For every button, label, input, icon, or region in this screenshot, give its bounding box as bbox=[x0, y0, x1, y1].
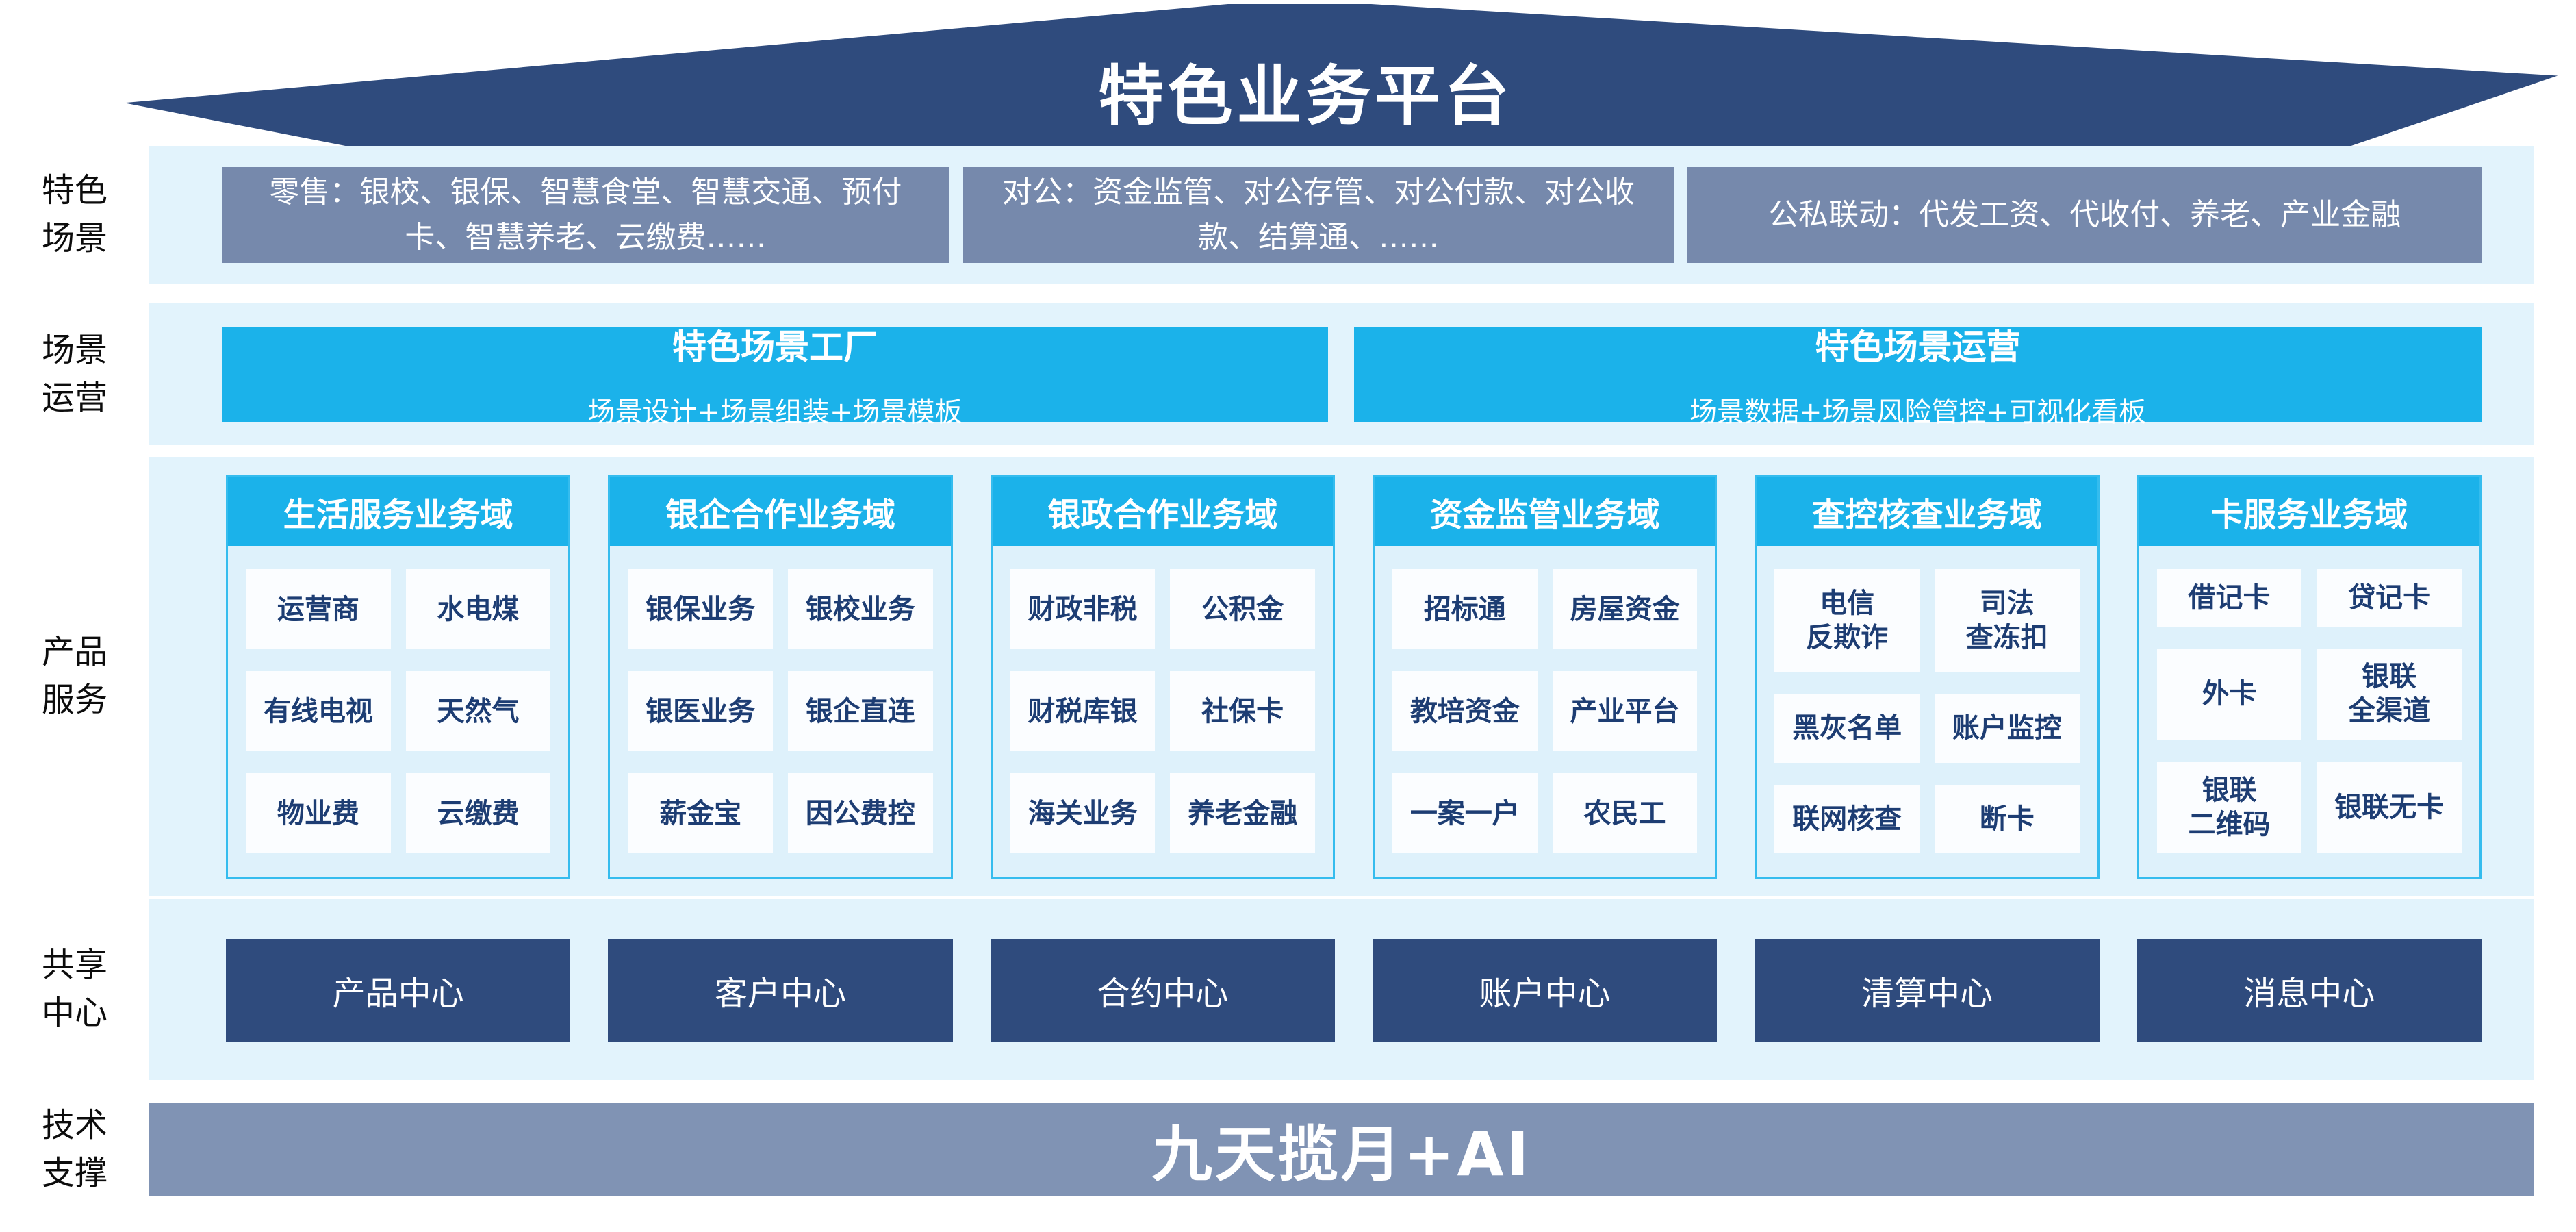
product-item-card: 产业平台 bbox=[1552, 671, 1698, 751]
product-item-card: 联网核查 bbox=[1774, 784, 1920, 853]
shared-center-box: 合约中心 bbox=[990, 939, 1335, 1042]
product-item-card: 水电煤 bbox=[405, 569, 551, 649]
domain-column-header: 银政合作业务域 bbox=[992, 477, 1333, 546]
shared-center-box: 客户中心 bbox=[608, 939, 953, 1042]
domain-column-items: 电信 反欺诈司法 查冻扣黑灰名单账户监控联网核查断卡 bbox=[1757, 546, 2097, 877]
product-item-card: 农民工 bbox=[1552, 773, 1698, 853]
product-item-card: 贷记卡 bbox=[2317, 569, 2462, 627]
product-item-card: 黑灰名单 bbox=[1774, 694, 1920, 763]
row-label-products: 产品 服务 bbox=[41, 633, 107, 719]
product-item-card: 账户监控 bbox=[1934, 694, 2080, 763]
op-box-subtitle: 场景设计+场景组装+场景模板 bbox=[587, 396, 962, 428]
domain-column-header: 资金监管业务域 bbox=[1374, 477, 1716, 546]
product-item-card: 天然气 bbox=[405, 671, 551, 751]
row-label-operation: 场景 运营 bbox=[41, 330, 107, 417]
product-item-card: 借记卡 bbox=[2156, 569, 2302, 627]
product-item-card: 因公费控 bbox=[787, 773, 933, 853]
product-item-card: 电信 反欺诈 bbox=[1774, 569, 1920, 672]
domain-column-items: 财政非税公积金财税库银社保卡海关业务养老金融 bbox=[993, 546, 1333, 877]
scene-box-corporate: 对公：资金监管、对公存管、对公付款、对公收款、结算通、…… bbox=[962, 167, 1674, 263]
product-item-card: 房屋资金 bbox=[1552, 569, 1698, 649]
op-box-subtitle: 场景数据+场景风险管控+可视化看板 bbox=[1689, 396, 2147, 428]
product-item-card: 薪金宝 bbox=[628, 773, 773, 853]
domain-column-header: 查控核查业务域 bbox=[1757, 477, 2097, 546]
product-item-card: 银保业务 bbox=[628, 569, 773, 649]
domain-column-header: 生活服务业务域 bbox=[228, 477, 569, 546]
domain-column-bank-government: 银政合作业务域 财政非税公积金财税库银社保卡海关业务养老金融 bbox=[990, 475, 1335, 879]
product-item-card: 物业费 bbox=[246, 773, 391, 853]
product-item-card: 公积金 bbox=[1170, 569, 1315, 649]
op-box-scene-operation: 特色场景运营 场景数据+场景风险管控+可视化看板 bbox=[1354, 327, 2482, 428]
domain-column-fund-supervision: 资金监管业务域 招标通房屋资金教培资金产业平台一案一户农民工 bbox=[1372, 475, 1718, 879]
domain-column-header: 卡服务业务域 bbox=[2139, 477, 2479, 546]
op-box-title: 特色场景工厂 bbox=[672, 327, 878, 367]
domain-column-header: 银企合作业务域 bbox=[610, 477, 951, 546]
band-operation: 特色场景工厂 场景设计+场景组装+场景模板 特色场景运营 场景数据+场景风险管控… bbox=[149, 303, 2534, 445]
product-item-card: 司法 查冻扣 bbox=[1934, 569, 2080, 672]
product-item-card: 断卡 bbox=[1934, 784, 2080, 853]
row-label-tech: 技术 支撑 bbox=[41, 1105, 107, 1192]
domain-column-life-services: 生活服务业务域 运营商水电煤有线电视天然气物业费云缴费 bbox=[226, 475, 571, 879]
diagram-title: 特色业务平台 bbox=[1098, 59, 1514, 134]
product-item-card: 银联无卡 bbox=[2317, 762, 2462, 853]
op-box-title: 特色场景运营 bbox=[1815, 327, 2021, 367]
shared-center-box: 账户中心 bbox=[1372, 939, 1718, 1042]
product-item-card: 外卡 bbox=[2156, 648, 2302, 740]
product-item-card: 银校业务 bbox=[787, 569, 933, 649]
row-label-shared: 共享 中心 bbox=[41, 946, 107, 1032]
domain-column-inquiry-control: 查控核查业务域 电信 反欺诈司法 查冻扣黑灰名单账户监控联网核查断卡 bbox=[1755, 475, 2100, 879]
product-item-card: 海关业务 bbox=[1010, 773, 1156, 853]
product-item-card: 教培资金 bbox=[1392, 671, 1538, 751]
product-item-card: 财政非税 bbox=[1010, 569, 1156, 649]
shared-center-box: 产品中心 bbox=[226, 939, 571, 1042]
product-item-card: 财税库银 bbox=[1010, 671, 1156, 751]
scene-box-public-private: 公私联动：代发工资、代收付、养老、产业金融 bbox=[1687, 167, 2482, 263]
product-item-card: 养老金融 bbox=[1170, 773, 1315, 853]
product-item-card: 一案一户 bbox=[1392, 773, 1538, 853]
platform-roof: 特色业务平台 bbox=[124, 4, 2558, 147]
tech-support-bar: 九天揽月+AI bbox=[149, 1103, 2534, 1196]
band-scenes: 零售：银校、银保、智慧食堂、智慧交通、预付卡、智慧养老、云缴费…… 对公：资金监… bbox=[149, 146, 2534, 284]
domain-column-bank-enterprise: 银企合作业务域 银保业务银校业务银医业务银企直连薪金宝因公费控 bbox=[608, 475, 953, 879]
shared-center-box: 清算中心 bbox=[1755, 939, 2100, 1042]
scene-box-retail: 零售：银校、银保、智慧食堂、智慧交通、预付卡、智慧养老、云缴费…… bbox=[222, 167, 949, 263]
product-item-card: 社保卡 bbox=[1170, 671, 1315, 751]
shared-center-box: 消息中心 bbox=[2137, 939, 2482, 1042]
domain-column-items: 招标通房屋资金教培资金产业平台一案一户农民工 bbox=[1375, 546, 1715, 877]
op-box-scene-factory: 特色场景工厂 场景设计+场景组装+场景模板 bbox=[222, 327, 1328, 428]
domain-column-items: 运营商水电煤有线电视天然气物业费云缴费 bbox=[228, 546, 568, 877]
domain-column-items: 借记卡贷记卡外卡银联 全渠道银联 二维码银联无卡 bbox=[2139, 546, 2479, 877]
product-item-card: 银联 二维码 bbox=[2156, 762, 2302, 853]
domain-column-items: 银保业务银校业务银医业务银企直连薪金宝因公费控 bbox=[610, 546, 950, 877]
band-shared-centers: 产品中心客户中心合约中心账户中心清算中心消息中心 bbox=[149, 899, 2534, 1080]
product-item-card: 运营商 bbox=[246, 569, 391, 649]
domain-column-card-services: 卡服务业务域 借记卡贷记卡外卡银联 全渠道银联 二维码银联无卡 bbox=[2137, 475, 2482, 879]
row-label-scenes: 特色 场景 bbox=[41, 171, 107, 257]
product-item-card: 银联 全渠道 bbox=[2317, 648, 2462, 740]
product-item-card: 有线电视 bbox=[246, 671, 391, 751]
product-item-card: 银医业务 bbox=[628, 671, 773, 751]
product-item-card: 云缴费 bbox=[405, 773, 551, 853]
product-item-card: 银企直连 bbox=[787, 671, 933, 751]
product-item-card: 招标通 bbox=[1392, 569, 1538, 649]
band-products: 生活服务业务域 运营商水电煤有线电视天然气物业费云缴费 银企合作业务域 银保业务… bbox=[149, 457, 2534, 896]
